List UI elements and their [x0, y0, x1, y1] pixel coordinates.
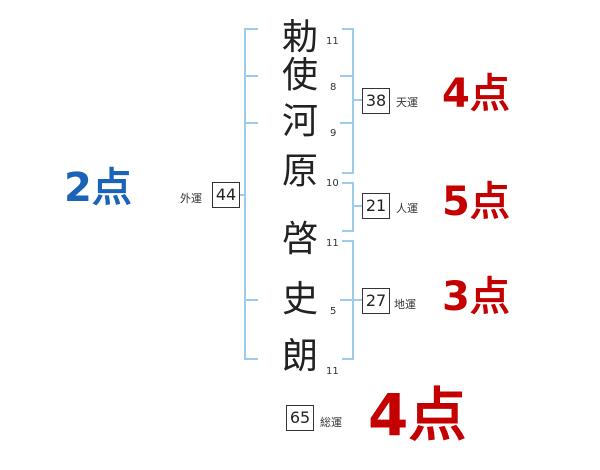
stroke-count: 11	[326, 238, 339, 249]
bracket-tick	[246, 299, 258, 301]
bracket-tick	[354, 205, 362, 207]
bracket-tick	[246, 75, 258, 77]
soukaku-score: 4点	[368, 381, 467, 449]
name-char: 勅	[281, 17, 318, 58]
chikaku-score: 3点	[442, 274, 510, 320]
bracket-tick	[354, 299, 362, 301]
stroke-count: 8	[330, 82, 337, 93]
chikaku-label: 地運	[394, 298, 416, 311]
bracket-tick	[246, 122, 258, 124]
tenkaku-label: 天運	[396, 96, 418, 109]
gaikaku-label: 外運	[180, 192, 202, 205]
name-char: 原	[281, 151, 318, 192]
chikaku-value: 27	[362, 288, 390, 314]
bracket-tick	[340, 75, 352, 77]
jinkaku-label: 人運	[396, 202, 418, 215]
bracket-tick	[354, 99, 362, 101]
stroke-count: 11	[326, 366, 339, 377]
name-char: 朗	[281, 336, 318, 377]
gaikaku-bracket	[244, 28, 258, 360]
gaikaku-score: 2点	[64, 165, 132, 211]
gaikaku-value: 44	[212, 182, 240, 208]
stroke-count: 5	[330, 306, 337, 317]
jinkaku-value: 21	[362, 193, 390, 219]
tenkaku-score: 4点	[442, 71, 510, 117]
name-char: 史	[281, 279, 318, 320]
tenkaku-value: 38	[362, 88, 390, 114]
soukaku-value: 65	[286, 405, 314, 431]
stroke-count: 9	[330, 128, 337, 139]
bracket-tick	[340, 122, 352, 124]
name-char: 啓	[281, 219, 318, 260]
tenkaku-bracket	[342, 28, 354, 174]
chikaku-bracket	[342, 240, 354, 360]
stroke-count: 10	[326, 178, 339, 189]
name-char: 河	[281, 101, 318, 142]
bracket-tick	[340, 299, 352, 301]
jinkaku-bracket	[342, 182, 354, 232]
jinkaku-score: 5点	[442, 179, 510, 225]
bracket-tick	[240, 194, 246, 196]
name-char: 使	[281, 55, 318, 96]
soukaku-label: 総運	[320, 416, 342, 429]
stroke-count: 11	[326, 36, 339, 47]
